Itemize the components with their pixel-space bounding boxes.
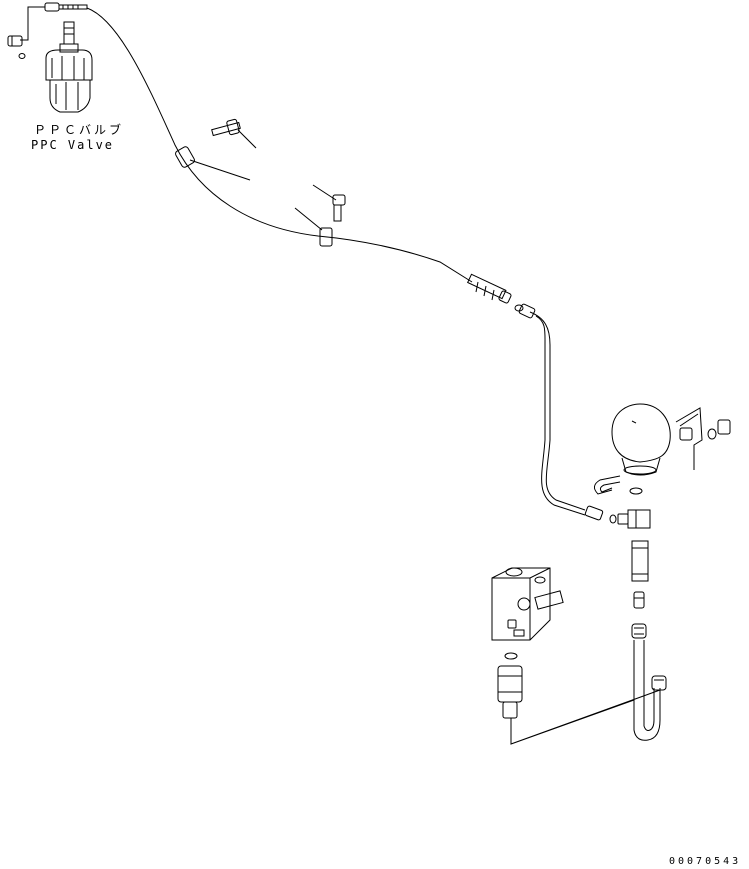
- valve-block: [492, 568, 563, 718]
- ppc-valve-label-en: PPC Valve: [31, 138, 115, 152]
- clamp-1: [174, 146, 250, 180]
- ppc-valve-label-jp: ＰＰＣバルブ: [34, 123, 125, 137]
- bolt-2: [313, 185, 345, 221]
- bolt-1: [212, 119, 256, 148]
- tee-fitting: [610, 510, 650, 608]
- drawing-code: 00070543: [669, 856, 742, 867]
- accumulator: [594, 404, 730, 494]
- steel-tube: [530, 312, 585, 510]
- clamp-2: [295, 208, 332, 246]
- ppc-valve: [8, 3, 92, 112]
- main-hose-line: [87, 8, 472, 282]
- leader-lines: [511, 690, 660, 744]
- hose-end-fitting: [468, 274, 536, 318]
- tube-end-fitting: [585, 506, 603, 521]
- lower-hose: [632, 624, 666, 740]
